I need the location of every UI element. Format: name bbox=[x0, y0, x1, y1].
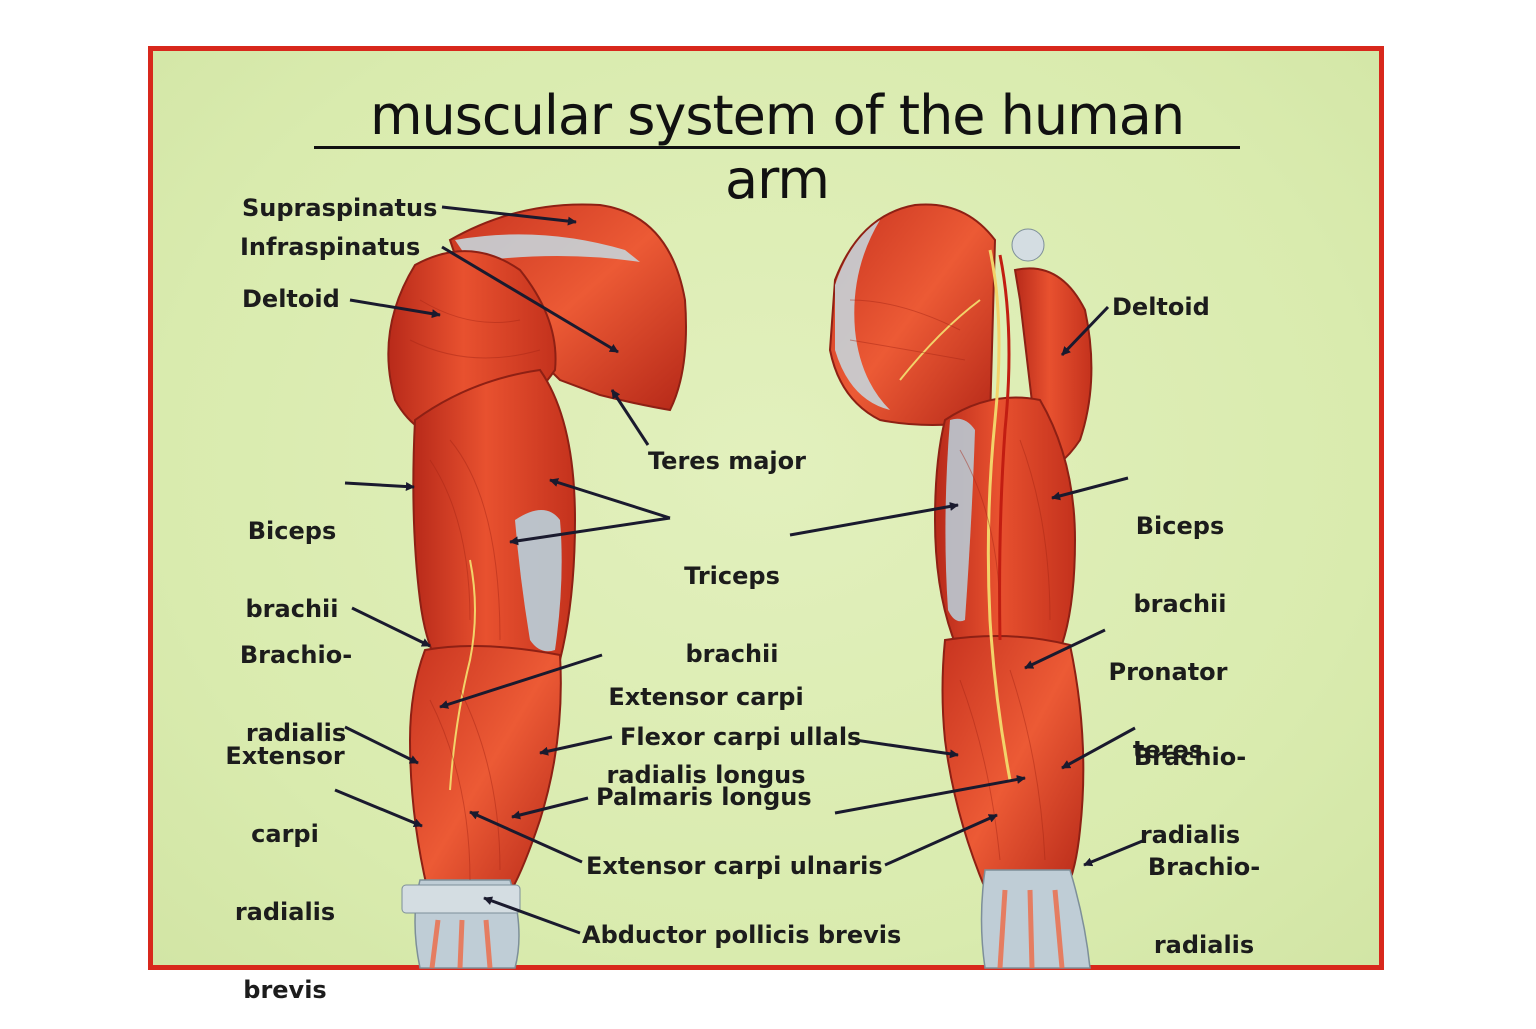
arrow-deltoid-right bbox=[1060, 305, 1110, 357]
left-nerve-line bbox=[449, 559, 476, 791]
arrow-triceps-upper bbox=[549, 478, 671, 520]
arrow-brachioradialis-right-b bbox=[1083, 838, 1146, 867]
right-scapula-edge-tendon bbox=[835, 220, 890, 410]
page-title: muscular system of the human arm bbox=[369, 84, 1185, 211]
label-ecrb-line4: brevis bbox=[243, 976, 327, 1004]
label-brachioradialis-right-a: Brachio- radialis bbox=[1128, 692, 1252, 874]
right-arm-figure bbox=[828, 203, 1093, 969]
arrow-palmaris-right bbox=[834, 775, 1026, 815]
label-brachioradialis-right-a-line1: Brachio- bbox=[1133, 743, 1247, 771]
right-nerve-branch bbox=[899, 299, 981, 381]
label-brachioradialis-right-a-line2: radialis bbox=[1139, 821, 1241, 849]
label-deltoid-left: Deltoid bbox=[242, 285, 340, 313]
right-nerve-line bbox=[986, 249, 1012, 781]
right-wrist-hand bbox=[980, 869, 1091, 969]
label-brachioradialis-right-b-line1: Brachio- bbox=[1147, 853, 1261, 881]
arrow-infraspinatus bbox=[441, 245, 619, 354]
label-palmaris-longus: Palmaris longus bbox=[596, 783, 812, 811]
left-triceps-tendon bbox=[515, 510, 562, 652]
label-ecrb-line1: Extensor bbox=[225, 742, 345, 770]
label-brachioradialis-left: Brachio- radialis bbox=[236, 590, 356, 772]
arrow-triceps-lower bbox=[509, 516, 671, 546]
arrow-brachioradialis-right-a bbox=[1061, 726, 1136, 770]
label-infraspinatus: Infraspinatus bbox=[240, 233, 421, 261]
arrow-biceps-left bbox=[344, 481, 415, 492]
arrow-biceps-right bbox=[1051, 476, 1129, 501]
label-extensor-carpi-ulnaris: Extensor carpi ulnaris bbox=[586, 852, 883, 880]
label-biceps-left: Biceps brachii bbox=[240, 466, 344, 648]
label-ecrb-line2: carpi bbox=[251, 820, 319, 848]
label-ecrl: Extensor carpi radialis longus bbox=[600, 632, 812, 814]
arrow-ecrb-1 bbox=[344, 725, 419, 765]
label-flexor-carpi: Flexor carpi ullals bbox=[620, 723, 862, 751]
arrow-ecrl bbox=[439, 653, 603, 709]
label-deltoid-right: Deltoid bbox=[1112, 293, 1210, 321]
left-wrist-band bbox=[401, 884, 521, 914]
poster-frame bbox=[148, 46, 1384, 970]
label-triceps-line1: Triceps bbox=[684, 562, 780, 590]
arrow-ecrb-2 bbox=[334, 788, 423, 828]
left-forearm-muscle bbox=[408, 645, 562, 901]
label-triceps: Triceps brachii bbox=[676, 511, 788, 693]
label-ecrl-line1: Extensor carpi bbox=[608, 683, 804, 711]
label-brachioradialis-left-line2: radialis bbox=[245, 719, 347, 747]
left-arm-figure bbox=[387, 203, 687, 969]
right-forearm-muscle bbox=[941, 635, 1085, 901]
label-brachioradialis-right-b-line2: radialis bbox=[1153, 931, 1255, 959]
left-scapula-spine-tendon bbox=[455, 234, 640, 262]
arrow-triceps-right bbox=[789, 501, 959, 537]
label-ecrb: Extensor carpi radialis brevis bbox=[222, 691, 348, 1029]
arrow-abductor bbox=[483, 896, 581, 935]
arrow-supraspinatus bbox=[441, 205, 577, 226]
label-teres-major: Teres major bbox=[648, 447, 806, 475]
arrow-ecu-left bbox=[469, 810, 583, 864]
arrow-flexor-carpi-left bbox=[539, 735, 613, 756]
label-brachioradialis-right-b: Brachio- radialis bbox=[1142, 802, 1266, 984]
label-biceps-right-line2: brachii bbox=[1133, 590, 1227, 618]
right-shoulder-blade bbox=[828, 203, 997, 426]
label-biceps-right-line1: Biceps bbox=[1135, 512, 1225, 540]
label-pronator-teres: Pronator teres bbox=[1104, 607, 1232, 789]
arrow-flexor-carpi-right bbox=[854, 738, 959, 759]
label-abductor-pollicis-brevis: Abductor pollicis brevis bbox=[582, 921, 902, 949]
label-pronator-line1: Pronator bbox=[1108, 658, 1228, 686]
label-ecrb-line3: radialis bbox=[234, 898, 336, 926]
arrow-brachioradialis-left bbox=[351, 606, 431, 648]
label-biceps-left-line1: Biceps bbox=[247, 517, 337, 545]
label-triceps-line2: brachii bbox=[685, 640, 779, 668]
arrow-palmaris-left bbox=[511, 796, 589, 820]
label-supraspinatus: Supraspinatus bbox=[242, 194, 438, 222]
pointer-arrows bbox=[334, 205, 1146, 935]
arrow-pronator bbox=[1024, 628, 1106, 670]
arrow-ecu-right bbox=[884, 813, 998, 867]
label-pronator-line2: teres bbox=[1132, 736, 1204, 764]
arrow-deltoid-left bbox=[349, 298, 441, 319]
label-ecrl-line2: radialis longus bbox=[606, 761, 806, 789]
label-biceps-left-line2: brachii bbox=[245, 595, 339, 623]
right-artery-line bbox=[998, 254, 1011, 641]
right-humerus-head bbox=[1011, 228, 1045, 262]
label-biceps-right: Biceps brachii bbox=[1128, 461, 1232, 643]
title-underline bbox=[314, 146, 1240, 149]
arrow-teres-major bbox=[610, 389, 650, 446]
label-brachioradialis-left-line1: Brachio- bbox=[239, 641, 353, 669]
right-triceps-tendon bbox=[945, 418, 975, 622]
